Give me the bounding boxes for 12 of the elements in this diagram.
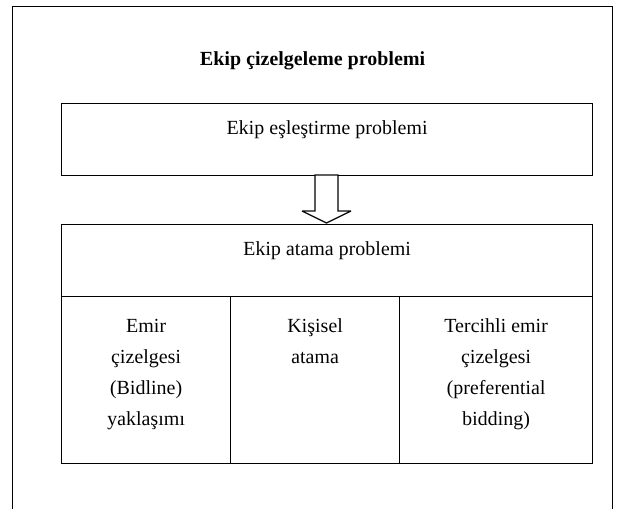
box-label: Ekip eşleştirme problemi [225, 116, 429, 141]
table-cell [61, 296, 231, 464]
box-label: Ekip atama problemi [242, 237, 412, 262]
box-label: Emir çizelgesi (Bidline) yaklaşımı [106, 314, 186, 432]
table-cell [399, 296, 593, 464]
process-box [61, 103, 593, 176]
frame-heading: Ekip çizelgeleme problemi [198, 47, 426, 72]
process-box [61, 224, 593, 297]
block-arrow [301, 174, 352, 224]
outer-frame [12, 6, 613, 509]
box-label: Kişisel atama [286, 314, 344, 370]
box-label: Tercihli emir çizelgesi (preferential bidding) [443, 314, 549, 432]
